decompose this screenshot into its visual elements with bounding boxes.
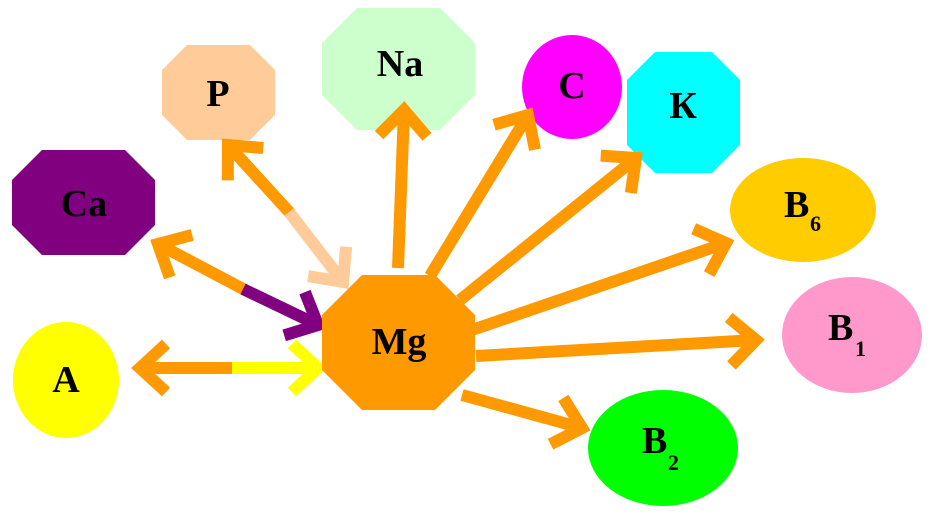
arrow-ca-to-mg [240,283,326,342]
arrow-mg-to-b2 [460,389,591,450]
ellipse-shape [782,277,922,393]
node-label: К [669,85,697,127]
node-label: Ca [61,183,107,225]
node-label: C [558,65,585,107]
node-subscript: 1 [855,336,866,361]
node-c: C [522,35,622,139]
node-label: B [828,307,853,349]
node-subscript: 2 [668,450,679,475]
arrow-mg-to-na [374,101,432,269]
arrow-mg-to-p [221,138,296,219]
node-mg: Mg [322,275,475,410]
arrow-p-to-mg [284,208,353,290]
arrow-mg-to-c [424,107,541,280]
octagon-shape [12,150,155,255]
center-label: Mg [372,321,427,363]
arrow-mg-to-ca [150,229,248,296]
node-label: A [52,359,80,401]
node-a: A [13,322,119,438]
node-k: К [627,52,740,173]
octagon-shape [627,52,740,173]
node-label: P [206,73,229,115]
node-subscript: 6 [810,211,821,236]
octagon-shape [162,45,275,140]
node-ca: Ca [12,150,155,255]
octagon-shape [322,275,475,410]
node-label: Na [377,43,423,85]
ellipse-shape [588,390,738,506]
node-b6: B 6 [730,158,876,262]
ellipse-shape [522,35,622,139]
ellipse-shape [730,158,876,262]
node-label: B [784,184,809,226]
node-b2: B 2 [588,390,738,506]
node-na: Na [322,8,475,130]
arrows [131,101,765,450]
octagon-shape [322,8,475,130]
node-p: P [162,45,275,140]
arrow-mg-to-b6 [470,223,735,336]
ellipse-shape [13,322,119,438]
node-label: B [642,420,667,462]
arrow-mg-to-k [456,149,643,305]
arrow-mg-to-b1 [475,312,765,370]
node-b1: B 1 [782,277,922,393]
